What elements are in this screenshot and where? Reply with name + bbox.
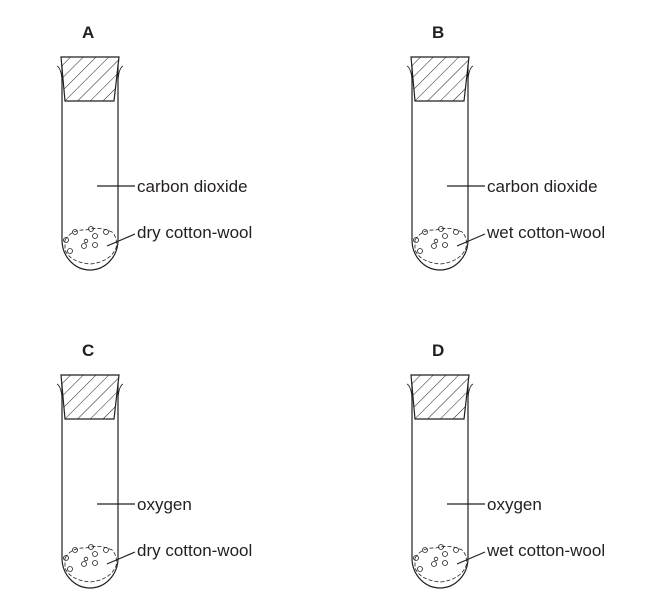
gas-label: carbon dioxide (487, 177, 598, 196)
cotton-wool-label: wet cotton-wool (486, 541, 605, 560)
gas-label: carbon dioxide (137, 177, 248, 196)
tube-b: B carbon dioxide wet cotton-wool (406, 23, 605, 271)
tube-a: A carbon dioxide dry cotton-wool (56, 23, 252, 271)
tube-d: D oxygen wet cotton-wool (406, 341, 605, 589)
cotton-wool-label: wet cotton-wool (486, 223, 605, 242)
cotton-wool-label: dry cotton-wool (137, 223, 252, 242)
test-tube-icon (406, 374, 486, 589)
tube-letter: A (82, 23, 94, 42)
tube-letter: B (432, 23, 444, 42)
cotton-wool-label: dry cotton-wool (137, 541, 252, 560)
tube-c: C oxygen dry cotton-wool (56, 341, 252, 589)
test-tube-icon (56, 56, 136, 271)
gas-label: oxygen (137, 495, 192, 514)
test-tube-icon (56, 374, 136, 589)
test-tube-icon (406, 56, 486, 271)
gas-label: oxygen (487, 495, 542, 514)
tube-letter: D (432, 341, 444, 360)
tube-letter: C (82, 341, 94, 360)
